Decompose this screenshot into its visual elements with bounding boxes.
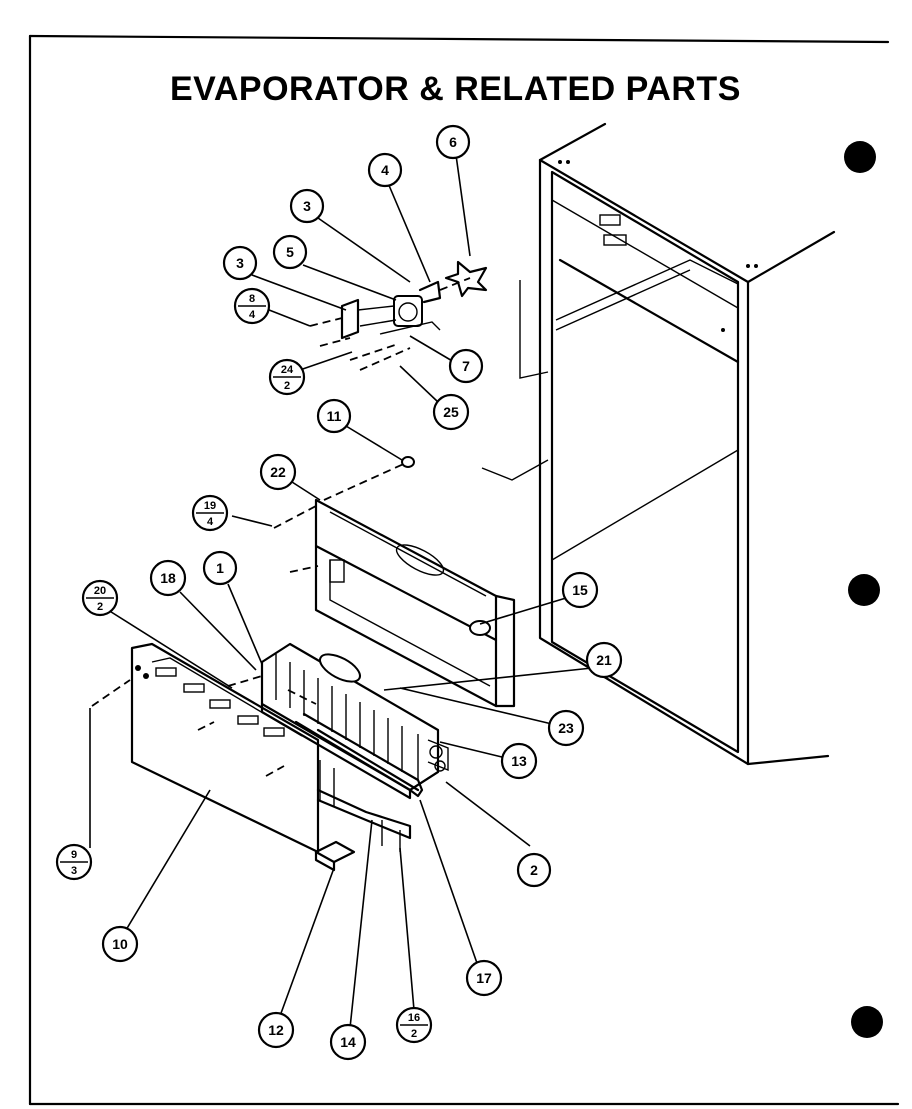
svg-text:1: 1 [216, 560, 224, 576]
callout-4: 4 [367, 152, 403, 188]
callout-5: 5 [272, 234, 308, 270]
evaporator-cover [273, 456, 516, 708]
fraction-callout-9-3: 9 3 [55, 843, 93, 881]
diagram-title: EVAPORATOR & RELATED PARTS [170, 70, 741, 108]
svg-text:2: 2 [284, 380, 290, 392]
svg-text:18: 18 [160, 570, 176, 586]
fan-motor-assembly [309, 260, 488, 371]
svg-text:3: 3 [71, 865, 77, 877]
callout-21: 21 [585, 641, 623, 679]
callout-11: 11 [316, 398, 352, 434]
defrost-heater [294, 712, 424, 798]
callout-25: 25 [432, 393, 470, 431]
dashed-leaders [227, 675, 317, 705]
svg-text:6: 6 [449, 134, 457, 150]
svg-text:5: 5 [286, 244, 294, 260]
svg-text:4: 4 [207, 516, 214, 528]
callout-13: 13 [500, 742, 538, 780]
svg-text:7: 7 [462, 358, 470, 374]
cabinet-liner [481, 122, 836, 766]
svg-text:13: 13 [511, 753, 527, 769]
evaporator-coil [260, 642, 449, 800]
svg-text:12: 12 [268, 1022, 284, 1038]
svg-text:3: 3 [236, 255, 244, 271]
svg-text:24: 24 [281, 364, 294, 376]
punch-hole-top [844, 141, 876, 173]
fraction-callout-16-2: 16 2 [395, 1006, 433, 1044]
callout-23: 23 [547, 709, 585, 747]
svg-text:15: 15 [572, 582, 588, 598]
callout-6: 6 [435, 124, 471, 160]
svg-text:9: 9 [71, 849, 77, 861]
leader-lines [89, 154, 593, 1029]
svg-text:20: 20 [94, 585, 106, 597]
svg-text:11: 11 [327, 408, 342, 424]
callout-3-lower: 3 [222, 245, 258, 281]
svg-text:2: 2 [97, 601, 103, 613]
callout-12: 12 [257, 1011, 295, 1049]
svg-text:4: 4 [381, 162, 389, 178]
svg-text:23: 23 [558, 720, 574, 736]
svg-text:2: 2 [411, 1028, 417, 1040]
rear-panel [91, 642, 320, 854]
callout-3-upper: 3 [289, 188, 325, 224]
channel-bar [314, 840, 356, 872]
callout-17: 17 [465, 959, 503, 997]
svg-text:2: 2 [530, 862, 538, 878]
svg-text:19: 19 [204, 500, 216, 512]
svg-text:14: 14 [340, 1034, 356, 1050]
callout-15: 15 [561, 571, 599, 609]
callout-10: 10 [101, 925, 139, 963]
callout-2: 2 [516, 852, 552, 888]
fraction-callout-20-2: 20 2 [81, 579, 119, 617]
svg-text:17: 17 [476, 970, 492, 986]
callout-18: 18 [149, 559, 187, 597]
svg-text:21: 21 [596, 652, 612, 668]
svg-text:22: 22 [270, 464, 286, 480]
svg-text:4: 4 [249, 309, 256, 321]
callout-7: 7 [448, 348, 484, 384]
svg-text:25: 25 [443, 404, 459, 420]
svg-text:16: 16 [408, 1012, 420, 1024]
drain-trough [316, 760, 412, 852]
punch-hole-bottom [851, 1006, 883, 1038]
svg-text:8: 8 [249, 293, 255, 305]
fraction-callout-19-4: 19 4 [191, 494, 229, 532]
svg-text:10: 10 [112, 936, 128, 952]
punch-hole-middle [848, 574, 880, 606]
callout-1: 1 [202, 550, 238, 586]
svg-text:3: 3 [303, 198, 311, 214]
page-border [28, 34, 900, 1106]
callout-14: 14 [329, 1023, 367, 1061]
fraction-callout-24-2: 24 2 [268, 358, 306, 396]
callout-22: 22 [259, 453, 297, 491]
fraction-callout-8-4: 8 4 [233, 287, 271, 325]
